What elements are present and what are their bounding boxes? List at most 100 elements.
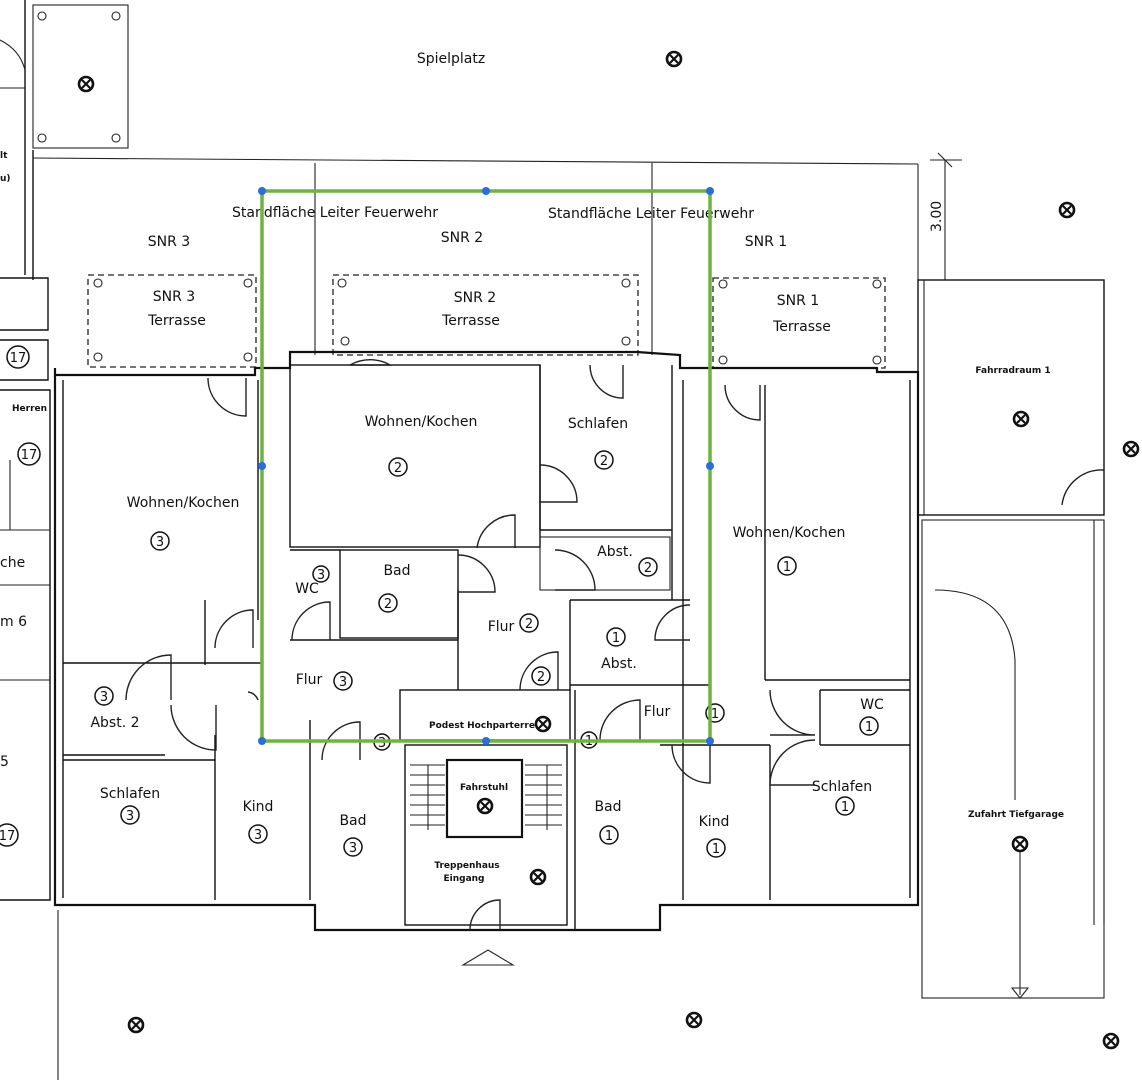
svg-text:3: 3 xyxy=(156,535,164,550)
marker-icon xyxy=(476,797,494,815)
svg-text:1: 1 xyxy=(712,842,720,857)
unit-number-2: 2 xyxy=(594,450,614,470)
resize-handle-top-right[interactable] xyxy=(706,187,714,195)
resize-handle-top[interactable] xyxy=(482,187,490,195)
terraces xyxy=(87,163,886,369)
marker-icon xyxy=(534,715,552,733)
svg-text:1: 1 xyxy=(783,560,791,575)
selection-border[interactable] xyxy=(260,189,712,743)
label-snr1-terrasse-a: SNR 1 xyxy=(777,293,819,309)
label-flur-1: Flur xyxy=(644,704,671,720)
label-wc-1: WC xyxy=(860,697,884,713)
svg-text:2: 2 xyxy=(384,597,392,612)
unit-number-2: 2 xyxy=(531,666,551,686)
label-snr3-terrasse-a: SNR 3 xyxy=(153,289,195,305)
unit-number-2: 2 xyxy=(519,613,539,633)
label-snr3: SNR 3 xyxy=(148,234,190,250)
unit-number-1: 1 xyxy=(706,838,726,858)
svg-text:3: 3 xyxy=(378,736,386,751)
unit-number-2: 2 xyxy=(378,593,398,613)
unit-number-3: 3 xyxy=(343,837,363,857)
label-bad-2: Bad xyxy=(383,563,410,579)
label-wc-3: WC xyxy=(295,581,319,597)
svg-text:2: 2 xyxy=(644,561,652,576)
label-zufahrt: Zufahrt Tiefgarage xyxy=(968,810,1064,820)
label-snr3-terrasse-b: Terrasse xyxy=(147,313,206,329)
svg-text:3: 3 xyxy=(254,828,262,843)
unit-number-3: 3 xyxy=(248,824,268,844)
label-treppenhaus-b: Eingang xyxy=(443,874,484,884)
label-wohnen-kochen-3: Wohnen/Kochen xyxy=(127,495,240,511)
label-bad-1: Bad xyxy=(594,799,621,815)
unit-number-markers: 2 2 3 1 3 2 2 2 1 2 3 3 1 1 3 1 3 3 3 1 … xyxy=(0,345,879,858)
label-schlafen-1: Schlafen xyxy=(812,779,872,795)
label-wohnen-kochen-2: Wohnen/Kochen xyxy=(365,414,478,430)
label-left-che: che xyxy=(0,555,25,571)
label-spielplatz: Spielplatz xyxy=(417,51,485,67)
unit-number-2: 2 xyxy=(638,557,658,577)
unit-number-17: 17 xyxy=(6,345,30,369)
svg-text:3: 3 xyxy=(339,675,347,690)
unit-number-17: 17 xyxy=(17,442,41,466)
site-marker-icons xyxy=(77,50,1140,1050)
label-flur-3: Flur xyxy=(296,672,323,688)
marker-icon xyxy=(1011,835,1029,853)
label-snr2-terrasse-b: Terrasse xyxy=(441,313,500,329)
unit-number-3: 3 xyxy=(120,805,140,825)
svg-text:1: 1 xyxy=(605,829,613,844)
label-left-lt: lt xyxy=(0,151,8,161)
label-snr1-terrasse-b: Terrasse xyxy=(772,319,831,335)
svg-text:17: 17 xyxy=(0,829,15,844)
label-kind-3: Kind xyxy=(243,799,274,815)
svg-text:3: 3 xyxy=(100,690,108,705)
label-abst-1: Abst. xyxy=(601,656,637,672)
selection-box[interactable] xyxy=(258,187,714,745)
resize-handle-top-left[interactable] xyxy=(258,187,266,195)
label-left-m6: m 6 xyxy=(0,614,27,630)
unit-number-3: 3 xyxy=(150,531,170,551)
label-flur-2: Flur xyxy=(488,619,515,635)
resize-handle-right[interactable] xyxy=(706,462,714,470)
svg-text:1: 1 xyxy=(841,800,849,815)
marker-icon xyxy=(1058,201,1076,219)
label-herren: Herren xyxy=(12,404,47,414)
room-labels: Spielplatz Standfläche Leiter Feuerwehr … xyxy=(0,51,1064,884)
label-treppenhaus-a: Treppenhaus xyxy=(434,861,499,871)
label-dimension: 3.00 xyxy=(929,201,945,232)
door-swings xyxy=(125,358,816,931)
label-snr1: SNR 1 xyxy=(745,234,787,250)
resize-handle-left[interactable] xyxy=(258,462,266,470)
svg-text:3: 3 xyxy=(126,809,134,824)
label-bad-3: Bad xyxy=(339,813,366,829)
unit-number-2: 2 xyxy=(388,457,408,477)
unit-number-1: 1 xyxy=(606,627,626,647)
unit-number-3: 3 xyxy=(94,686,114,706)
svg-text:2: 2 xyxy=(537,670,545,685)
svg-text:3: 3 xyxy=(349,841,357,856)
svg-text:1: 1 xyxy=(612,631,620,646)
label-schlafen-2: Schlafen xyxy=(568,416,628,432)
svg-text:17: 17 xyxy=(10,351,27,366)
unit-number-1: 1 xyxy=(835,796,855,816)
label-snr2-terrasse-a: SNR 2 xyxy=(454,290,496,306)
label-kind-1: Kind xyxy=(699,814,730,830)
label-abst2-3: Abst. 2 xyxy=(90,715,139,731)
resize-handle-bottom-right[interactable] xyxy=(706,737,714,745)
unit-number-17: 17 xyxy=(0,823,19,847)
building-walls xyxy=(0,277,920,932)
unit-number-1: 1 xyxy=(859,716,879,736)
label-wohnen-kochen-1: Wohnen/Kochen xyxy=(733,525,846,541)
label-fahrradraum: Fahrradraum 1 xyxy=(975,366,1050,376)
marker-icon xyxy=(1012,410,1030,428)
label-schlafen-3: Schlafen xyxy=(100,786,160,802)
label-abst-2: Abst. xyxy=(597,544,633,560)
marker-icon xyxy=(685,1011,703,1029)
label-snr2: SNR 2 xyxy=(441,230,483,246)
resize-handle-bottom-left[interactable] xyxy=(258,737,266,745)
marker-icon xyxy=(529,868,547,886)
label-left-5: 5 xyxy=(0,754,9,770)
resize-handle-bottom[interactable] xyxy=(482,737,490,745)
marker-icon xyxy=(1102,1032,1120,1050)
svg-text:1: 1 xyxy=(711,707,719,722)
